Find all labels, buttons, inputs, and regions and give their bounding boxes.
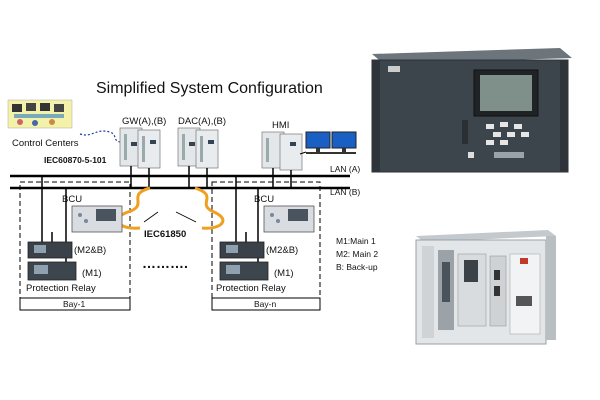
continuation-dots: ……….	[142, 255, 188, 271]
hmi-label: HMI	[272, 120, 289, 131]
iec61850-label: IEC61850	[144, 229, 186, 240]
bcu-device-left	[71, 205, 123, 233]
lan-a-label: LAN (A)	[330, 164, 360, 174]
relay-label-left: Protection Relay	[26, 283, 96, 294]
iec61850-link-right	[194, 186, 225, 230]
legend-b: B: Back-up	[336, 262, 378, 272]
gw-device	[119, 127, 161, 169]
iec61850-link-left	[116, 186, 151, 230]
control-center-link	[79, 130, 123, 143]
relay-m1-right	[219, 261, 269, 281]
protection-relay-photo	[371, 48, 572, 173]
lan-b-label: LAN (B)	[330, 187, 360, 197]
bcu-label-right: BCU	[254, 194, 274, 205]
bcu-device-right	[263, 205, 315, 233]
device-lan-connections	[130, 166, 292, 188]
bay-control-unit-photo	[415, 230, 556, 345]
relay-m2b-left	[27, 241, 73, 259]
monitor-icon	[305, 131, 357, 154]
gw-label: GW(A),(B)	[122, 116, 166, 127]
bay-1-label: Bay-1	[63, 299, 85, 309]
dac-device	[177, 127, 219, 169]
m1-label-right: (M1)	[274, 268, 294, 279]
relay-m2b-right	[219, 241, 265, 259]
diagram-title: Simplified System Configuration	[96, 80, 323, 97]
m1-label-left: (M1)	[82, 268, 102, 279]
m2b-label-right: (M2&B)	[266, 245, 298, 256]
dac-label: DAC(A),(B)	[178, 116, 226, 127]
relay-label-right: Protection Relay	[216, 283, 286, 294]
control-center-picture	[7, 99, 73, 129]
bay-n-label: Bay-n	[254, 299, 276, 309]
relay-m1-left	[27, 261, 77, 281]
m2b-label-left: (M2&B)	[74, 245, 106, 256]
bcu-label-left: BCU	[62, 194, 82, 205]
legend-m1: M1:Main 1	[336, 236, 376, 246]
protocol-top-label: IEC60870-5-101	[44, 155, 107, 165]
control-centers-label: Control Centers	[12, 138, 79, 149]
hmi-device	[261, 131, 303, 171]
legend-m2: M2: Main 2	[336, 249, 378, 259]
